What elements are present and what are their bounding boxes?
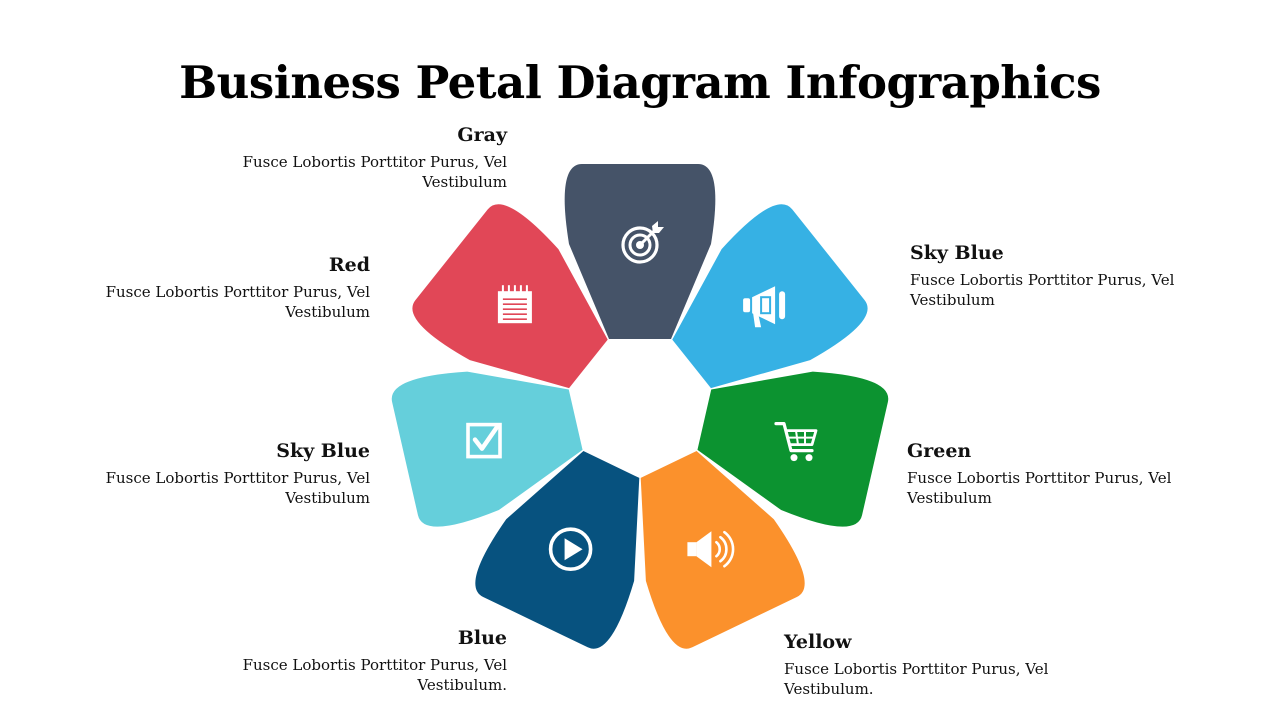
label-skyblue-right-name: Sky Blue [910, 242, 1004, 264]
target-icon [621, 221, 664, 264]
label-gray-name: Gray [457, 124, 507, 146]
page-title: Business Petal Diagram Infographics [179, 56, 1101, 109]
label-skyblue-left-desc: Fusce Lobortis Porttitor Purus, Vel Vest… [105, 469, 370, 507]
play-icon [548, 527, 593, 572]
checkbox-icon [466, 422, 502, 459]
label-blue-name: Blue [457, 627, 507, 649]
notepad-icon [497, 285, 532, 324]
label-red-name: Red [328, 254, 370, 276]
label-gray: Gray Fusce Lobortis Porttitor Purus, Vel… [207, 122, 507, 192]
label-skyblue-right: Sky Blue Fusce Lobortis Porttitor Purus,… [910, 240, 1210, 310]
petal-blue [475, 451, 640, 649]
label-yellow: Yellow Fusce Lobortis Porttitor Purus, V… [784, 629, 1084, 699]
label-blue: Blue Fusce Lobortis Porttitor Purus, Vel… [207, 625, 507, 695]
petal-gray [564, 164, 716, 339]
petal-skyblue-left [391, 371, 583, 527]
cart-icon [774, 422, 818, 462]
label-green: Green Fusce Lobortis Porttitor Purus, Ve… [907, 438, 1207, 508]
label-red-desc: Fusce Lobortis Porttitor Purus, Vel Vest… [105, 283, 370, 321]
label-skyblue-left-name: Sky Blue [276, 440, 370, 462]
petal-yellow [640, 451, 805, 649]
label-yellow-name: Yellow [784, 631, 852, 653]
label-green-desc: Fusce Lobortis Porttitor Purus, Vel Vest… [907, 469, 1172, 507]
label-yellow-desc: Fusce Lobortis Porttitor Purus, Vel Vest… [784, 660, 1049, 698]
label-green-name: Green [907, 440, 972, 462]
speaker-icon [687, 530, 735, 568]
label-skyblue-left: Sky Blue Fusce Lobortis Porttitor Purus,… [70, 438, 370, 508]
label-skyblue-right-desc: Fusce Lobortis Porttitor Purus, Vel Vest… [910, 271, 1175, 309]
megaphone-icon [743, 286, 786, 328]
label-gray-desc: Fusce Lobortis Porttitor Purus, Vel Vest… [242, 153, 507, 191]
label-blue-desc: Fusce Lobortis Porttitor Purus, Vel Vest… [242, 656, 507, 694]
label-red: Red Fusce Lobortis Porttitor Purus, Vel … [70, 252, 370, 322]
